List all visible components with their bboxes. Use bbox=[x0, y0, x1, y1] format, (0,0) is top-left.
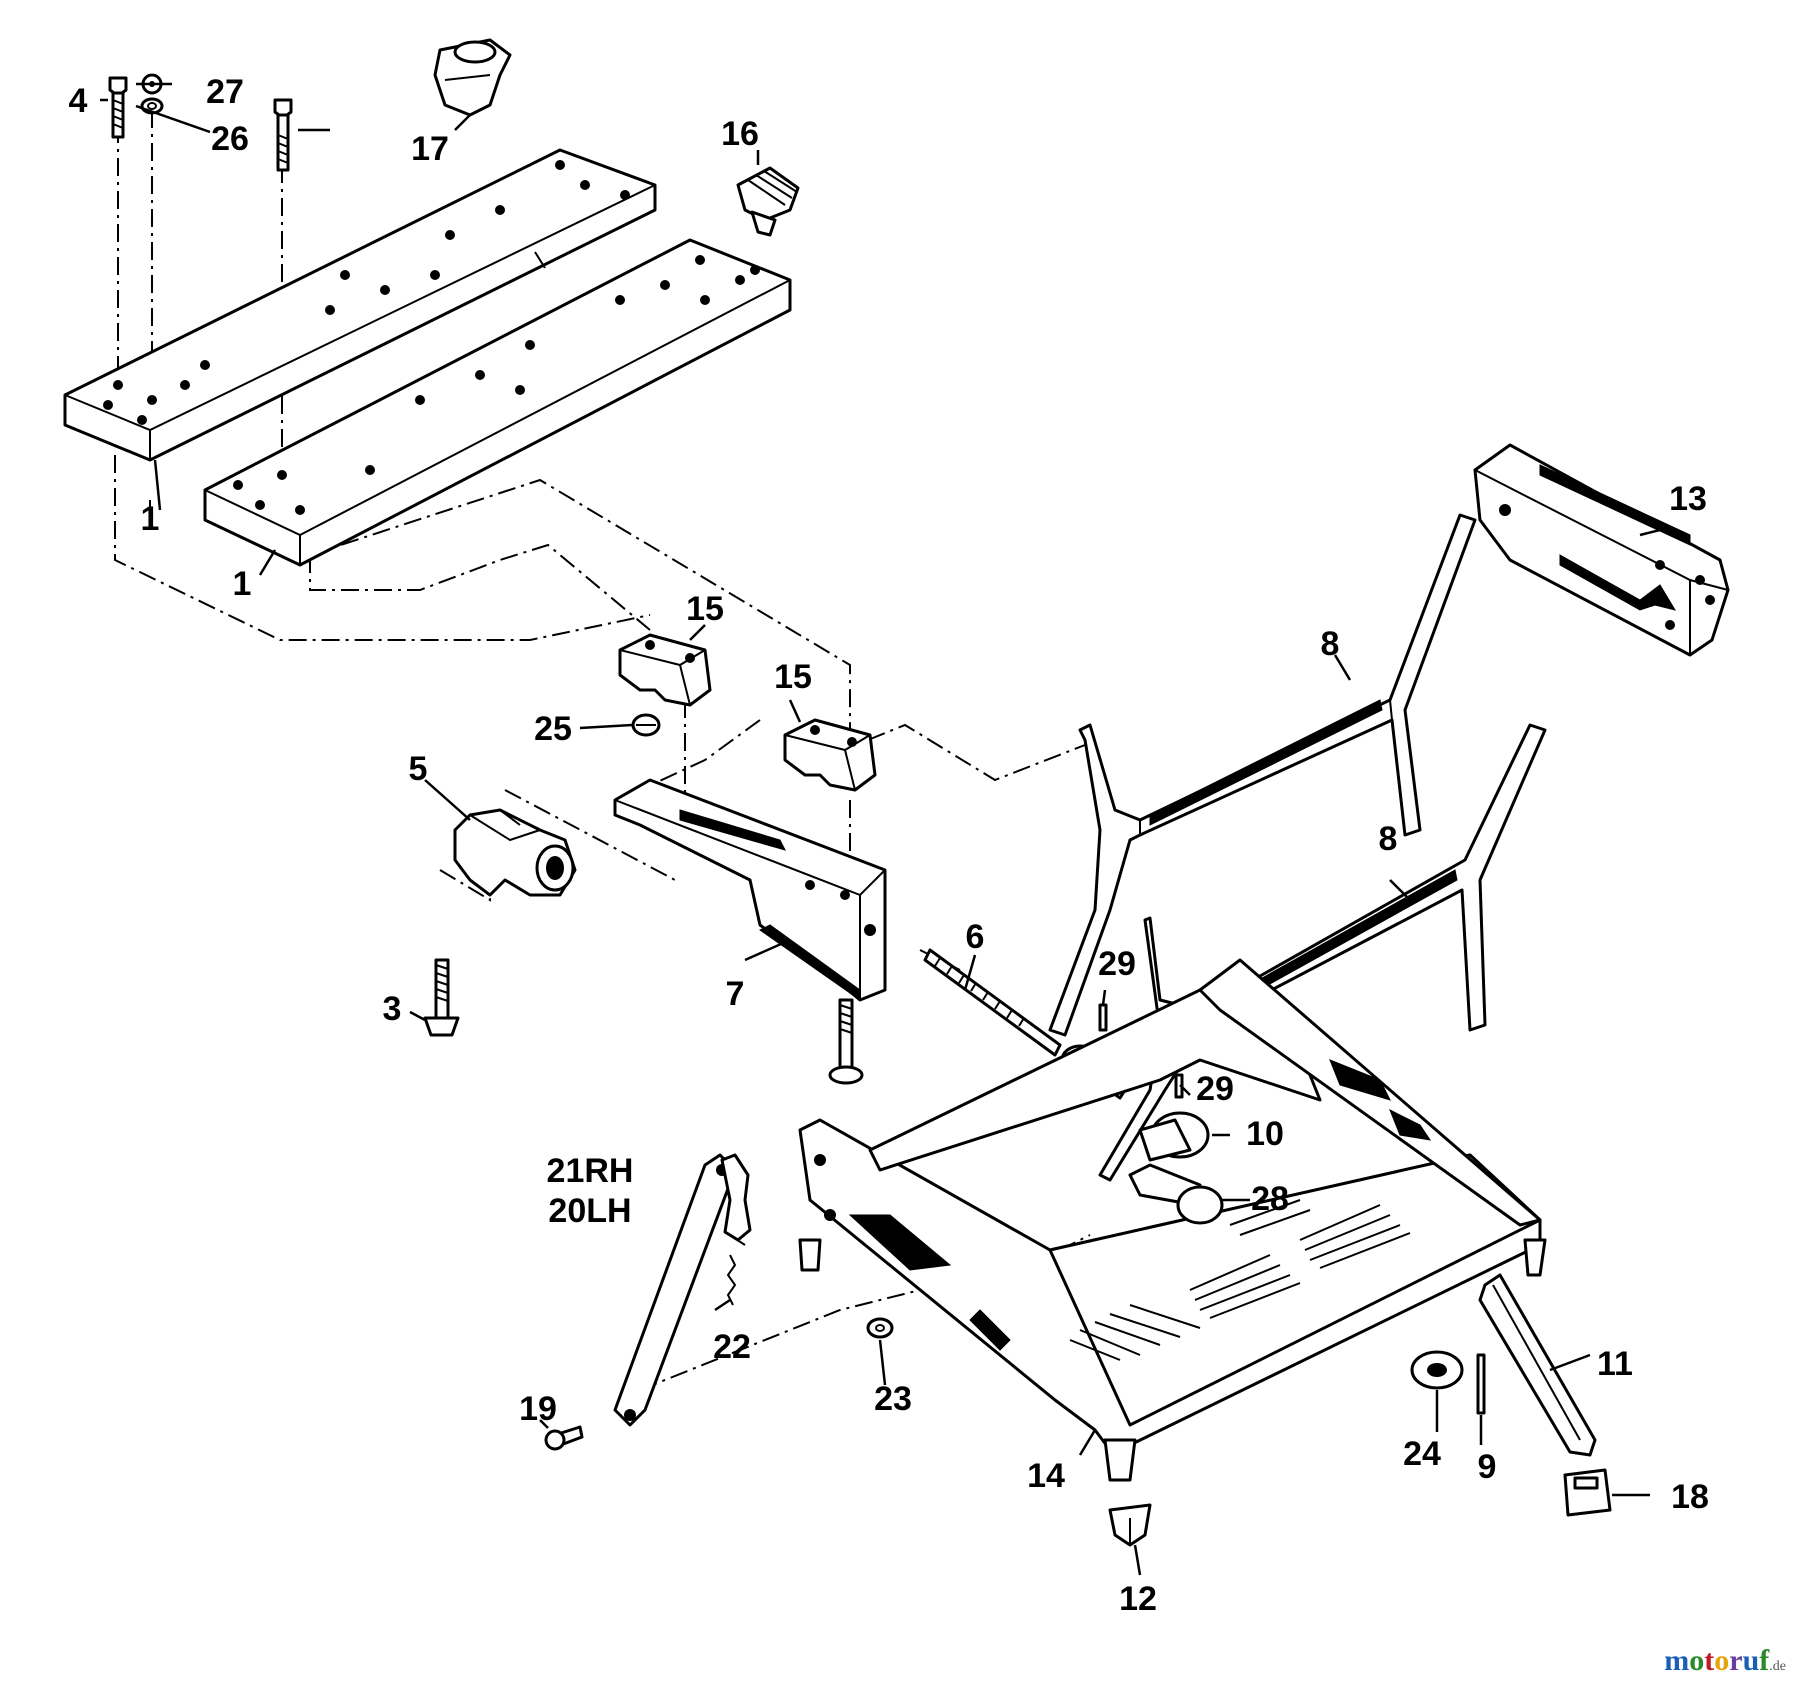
callout-3: 3 bbox=[383, 990, 402, 1028]
foot-pad-24 bbox=[1410, 1350, 1464, 1390]
pivot-block-15b bbox=[783, 718, 877, 792]
callout-18: 18 bbox=[1671, 1478, 1709, 1516]
watermark-letter: u bbox=[1742, 1644, 1760, 1677]
swivel-knob-16 bbox=[736, 166, 800, 237]
callout-6: 6 bbox=[966, 918, 985, 956]
callout-7: 7 bbox=[726, 975, 745, 1013]
callout-8b: 8 bbox=[1379, 820, 1398, 858]
pivot-block-15a bbox=[618, 633, 712, 707]
watermark-letter: r bbox=[1729, 1644, 1743, 1677]
vise-jaw-board-lower bbox=[203, 238, 792, 567]
callout-29b: 29 bbox=[1196, 1070, 1234, 1108]
watermark-logo: motoruf.de bbox=[1664, 1644, 1786, 1677]
watermark-letter: f bbox=[1759, 1644, 1770, 1677]
handle-10 bbox=[1138, 1111, 1210, 1162]
spring-22 bbox=[726, 1254, 737, 1306]
foot-cap-12 bbox=[1108, 1503, 1152, 1547]
end-block-13 bbox=[1473, 443, 1730, 657]
callout-11: 11 bbox=[1597, 1345, 1633, 1383]
vise-jaw-board-upper bbox=[63, 148, 657, 462]
watermark-letter: t bbox=[1704, 1644, 1715, 1677]
clamp-5 bbox=[453, 808, 577, 897]
variant-label-lh: 20LH bbox=[548, 1192, 631, 1230]
callout-15b: 15 bbox=[774, 658, 812, 696]
nut-25 bbox=[631, 713, 661, 737]
leg-frame-8-lower bbox=[1098, 723, 1547, 1182]
callout-19: 19 bbox=[519, 1390, 557, 1428]
callout-24: 24 bbox=[1403, 1435, 1441, 1473]
base-rear-rail bbox=[868, 958, 1542, 1227]
lever-assembly bbox=[613, 1153, 752, 1427]
bolt-lower bbox=[828, 998, 864, 1085]
callout-labels: 1 1 3 4 5 6 7 8 8 9 10 11 12 13 14 15 15… bbox=[69, 73, 1709, 1618]
clamp-cap-17 bbox=[433, 38, 512, 117]
bolt-3 bbox=[423, 958, 460, 1037]
vise-arm-7 bbox=[613, 778, 887, 1002]
bolt-4 bbox=[108, 76, 128, 139]
callout-12: 12 bbox=[1119, 1580, 1157, 1618]
base-platform-14 bbox=[798, 1118, 1547, 1482]
callout-5: 5 bbox=[409, 750, 428, 788]
watermark-letter: m bbox=[1664, 1644, 1690, 1677]
callout-15a: 15 bbox=[686, 590, 724, 628]
watermark-letter: o bbox=[1714, 1644, 1730, 1677]
watermark-letter: o bbox=[1689, 1644, 1705, 1677]
variant-label-rh: 21RH bbox=[547, 1152, 634, 1190]
callout-8a: 8 bbox=[1321, 625, 1340, 663]
handle-grip-28 bbox=[1128, 1163, 1224, 1225]
callout-16: 16 bbox=[721, 115, 759, 153]
callout-27: 27 bbox=[206, 73, 244, 111]
callout-1a: 1 bbox=[141, 500, 160, 538]
brace-11 bbox=[1478, 1273, 1597, 1457]
callout-4: 4 bbox=[69, 82, 88, 120]
bolt-19 bbox=[544, 1425, 584, 1451]
callout-28: 28 bbox=[1251, 1180, 1289, 1218]
callout-22: 22 bbox=[713, 1328, 751, 1366]
callout-13: 13 bbox=[1669, 480, 1707, 518]
callout-10: 10 bbox=[1246, 1115, 1284, 1153]
callout-26: 26 bbox=[211, 120, 249, 158]
callout-29a: 29 bbox=[1098, 945, 1136, 983]
callout-1b: 1 bbox=[233, 565, 252, 603]
pin-9 bbox=[1476, 1353, 1486, 1415]
callout-9: 9 bbox=[1478, 1448, 1497, 1486]
pin-29-upper bbox=[1098, 1003, 1108, 1032]
callout-23: 23 bbox=[874, 1380, 912, 1418]
bolt-upper bbox=[273, 98, 330, 172]
leader-lines bbox=[100, 82, 1661, 1576]
callout-17: 17 bbox=[411, 130, 449, 168]
callout-25: 25 bbox=[534, 710, 572, 748]
callout-14: 14 bbox=[1027, 1457, 1065, 1495]
foot-cap-18 bbox=[1563, 1468, 1612, 1517]
nut-23 bbox=[866, 1317, 894, 1339]
leg-frame-8-upper bbox=[1048, 513, 1477, 1037]
